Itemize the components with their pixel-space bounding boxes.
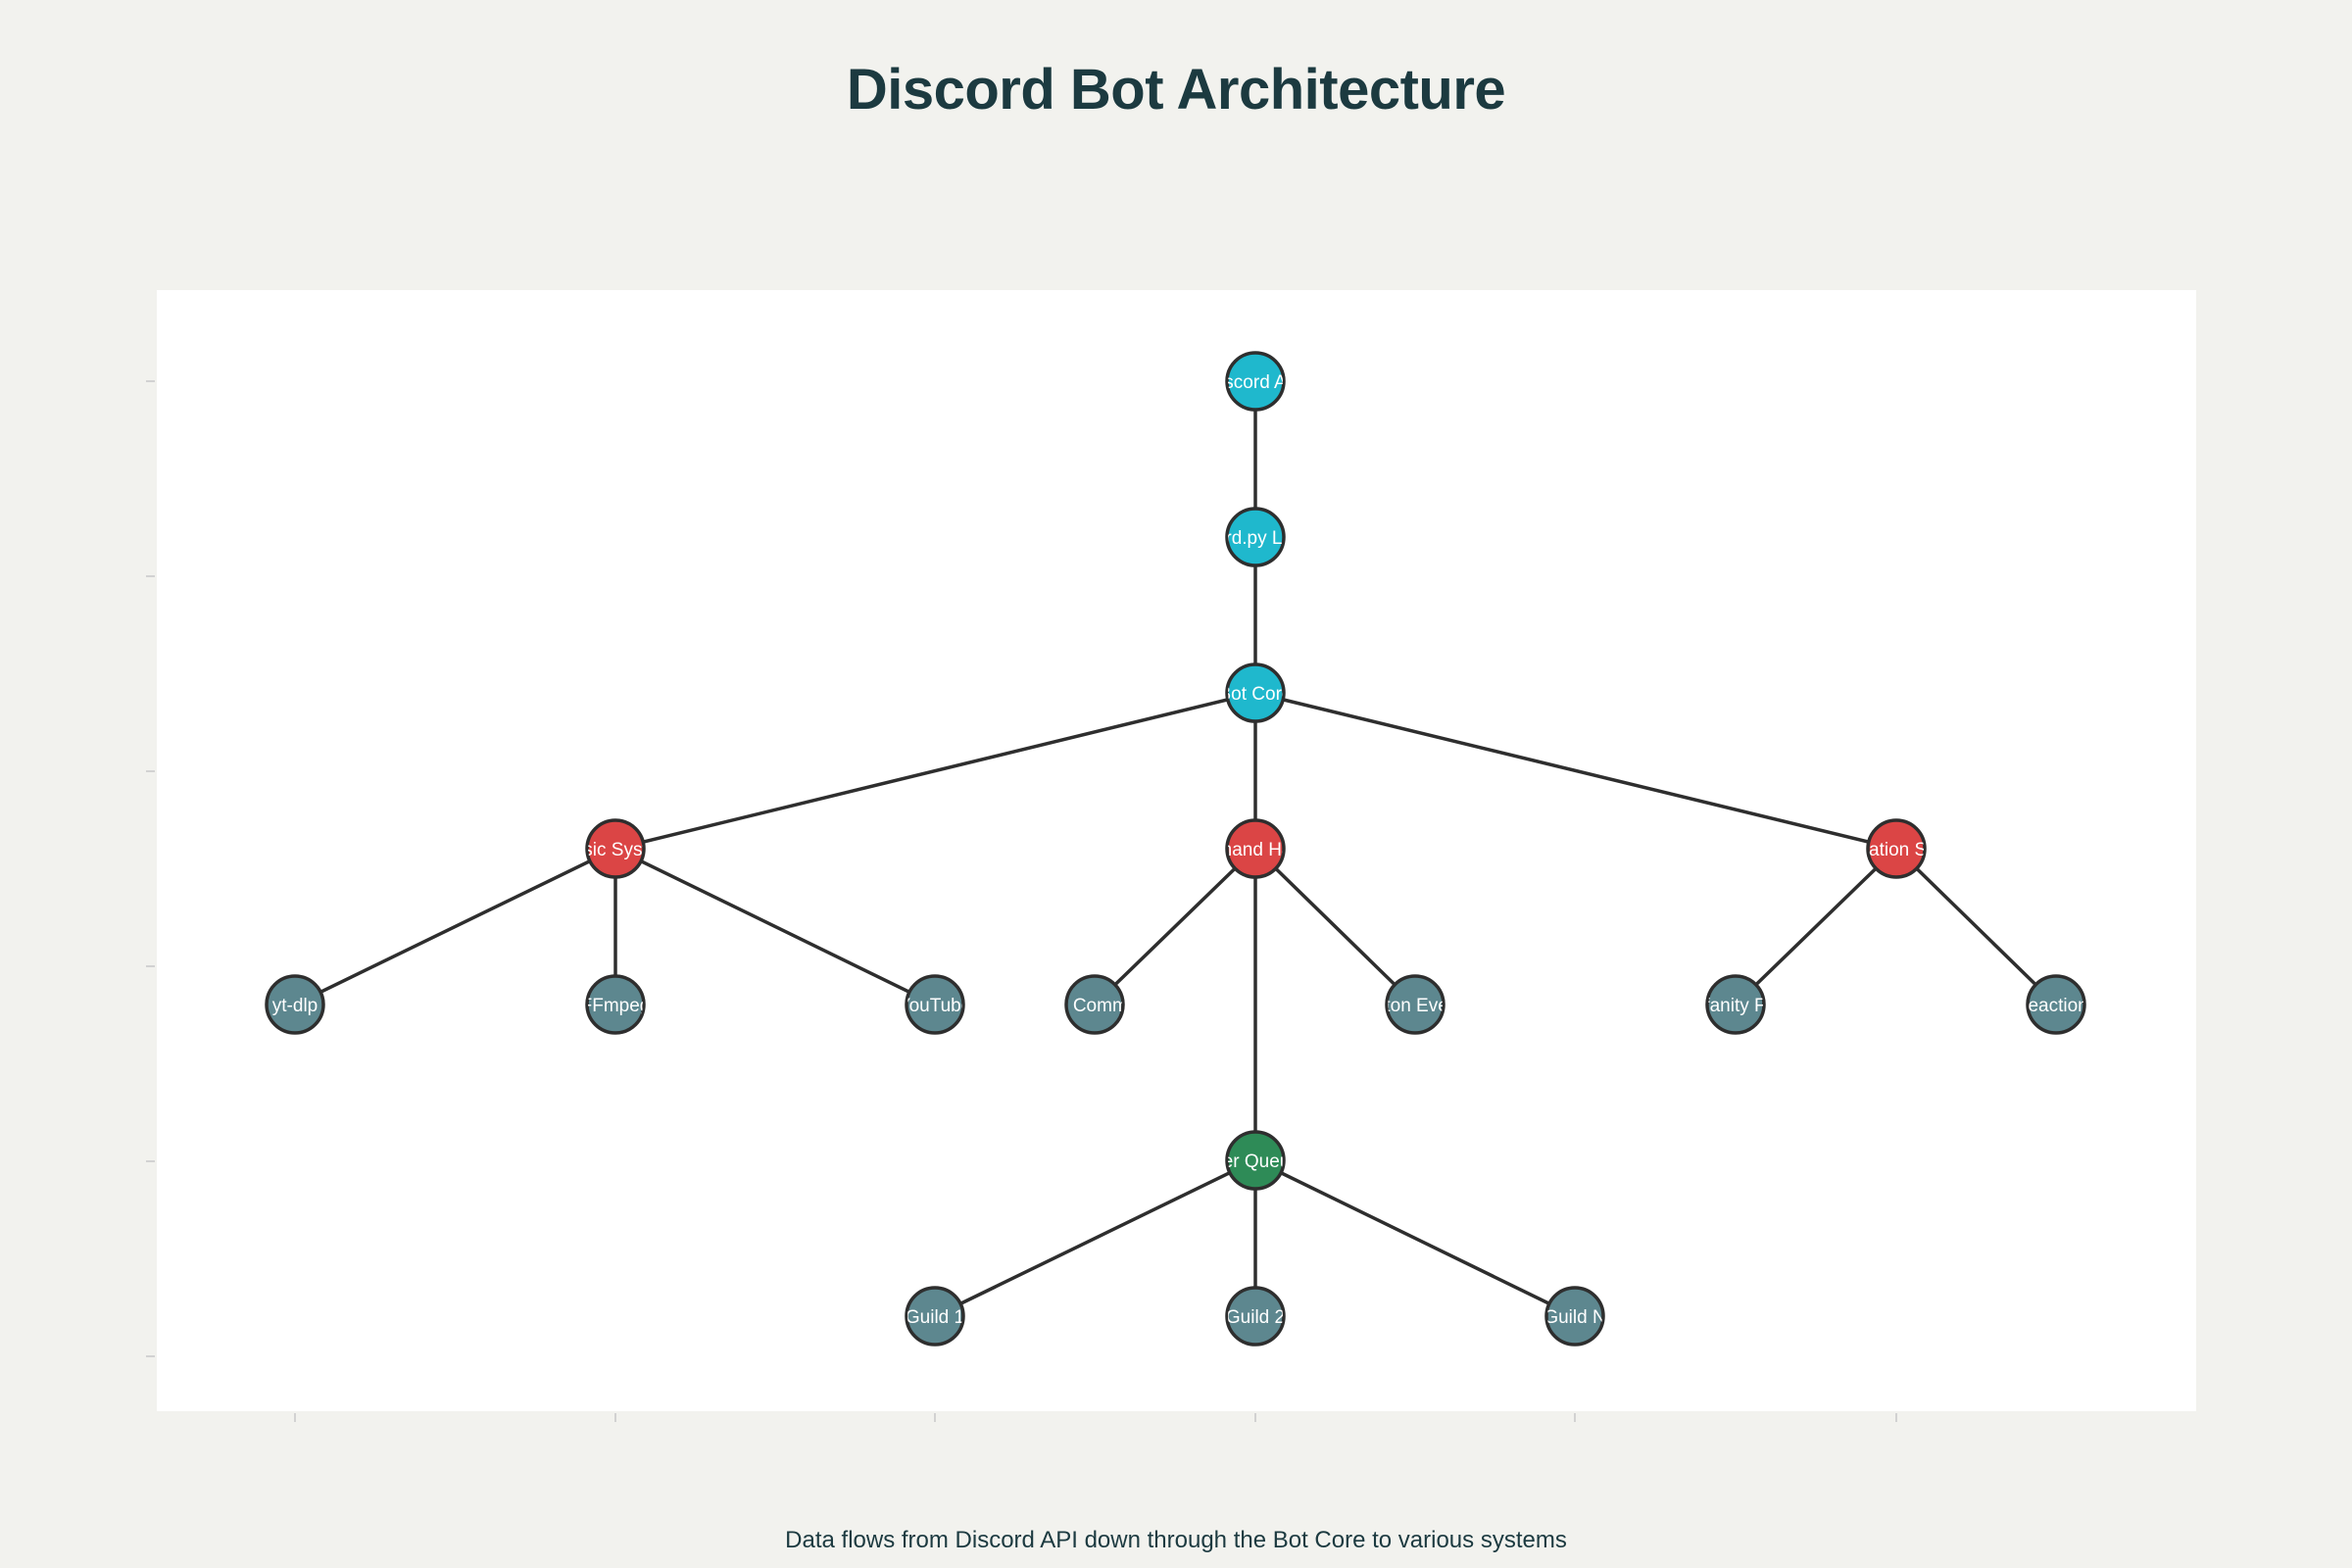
edge-queue-guildn [1254, 1158, 1576, 1318]
edge-bot_core-moderation [1254, 691, 1897, 851]
node-profanity[interactable]: Profanity Filter [1676, 974, 1796, 1035]
node-circle [585, 818, 646, 879]
node-label: Command Handler [1177, 840, 1334, 860]
node-guild2[interactable]: Guild 2 [1225, 1286, 1286, 1347]
node-label: Guild 2 [1226, 1307, 1285, 1328]
node-reactions[interactable]: Reactions [2015, 974, 2098, 1035]
node-label: FFmpeg [581, 996, 651, 1016]
node-circle [905, 1286, 965, 1347]
node-circle [1225, 662, 1286, 723]
node-ytdlp[interactable]: yt-dlp [265, 974, 325, 1035]
node-label: Guild N [1544, 1307, 1605, 1328]
node-discordpy[interactable]: discord.py Library [1182, 507, 1329, 567]
plot-area [157, 290, 2196, 1411]
node-label: discord.py Library [1182, 528, 1329, 549]
node-circle [1866, 818, 1927, 879]
edge-music-youtube [614, 847, 936, 1006]
edge-command-slash [1093, 847, 1257, 1006]
edge-moderation-profanity [1734, 847, 1898, 1006]
edge-command-button [1253, 847, 1417, 1006]
node-label: YouTube [899, 996, 972, 1016]
node-circle [905, 974, 965, 1035]
node-label: Per Queue [1210, 1152, 1300, 1172]
node-bot_core[interactable]: Bot Core [1219, 662, 1293, 723]
diagram-caption: Data flows from Discord API down through… [785, 1527, 1567, 1553]
node-guild1[interactable]: Guild 1 [905, 1286, 965, 1347]
node-circle [265, 974, 325, 1035]
node-label: Guild 1 [906, 1307, 964, 1328]
node-label: Music System [558, 840, 673, 860]
node-label: yt-dlp [272, 996, 318, 1016]
node-label: Moderation System [1816, 840, 1977, 860]
node-slash[interactable]: Slash Commands [1021, 974, 1168, 1035]
diagram-title: Discord Bot Architecture [846, 58, 1506, 122]
node-circle [1225, 1286, 1286, 1347]
node-label: Bot Core [1219, 684, 1293, 705]
node-circle [1225, 351, 1286, 412]
edge-bot_core-music [614, 691, 1256, 851]
node-label: Profanity Filter [1676, 996, 1796, 1016]
axis-ticks [146, 380, 1897, 1422]
node-label: Discord API [1206, 372, 1303, 393]
node-moderation[interactable]: Moderation System [1816, 818, 1977, 879]
node-circle [1225, 1130, 1286, 1191]
node-ffmpeg[interactable]: FFmpeg [581, 974, 651, 1035]
node-command[interactable]: Command Handler [1177, 818, 1334, 879]
edge-moderation-reactions [1894, 847, 2058, 1006]
node-label: Reactions [2015, 996, 2098, 1016]
node-circle [1544, 1286, 1605, 1347]
node-circle [1064, 974, 1125, 1035]
node-circle [1705, 974, 1766, 1035]
node-circle [1225, 507, 1286, 567]
node-label: Slash Commands [1021, 996, 1168, 1016]
node-youtube[interactable]: YouTube [899, 974, 972, 1035]
node-label: Button Events [1357, 996, 1473, 1016]
edge-music-ytdlp [294, 847, 616, 1006]
node-circle [2026, 974, 2086, 1035]
node-guildn[interactable]: Guild N [1544, 1286, 1605, 1347]
node-circle [1385, 974, 1446, 1035]
node-music[interactable]: Music System [558, 818, 673, 879]
edge-queue-guild1 [934, 1158, 1256, 1318]
node-discord_api[interactable]: Discord API [1206, 351, 1303, 412]
node-circle [1225, 818, 1286, 879]
node-queue[interactable]: Per Queue [1210, 1130, 1300, 1191]
node-circle [585, 974, 646, 1035]
node-button[interactable]: Button Events [1357, 974, 1473, 1035]
